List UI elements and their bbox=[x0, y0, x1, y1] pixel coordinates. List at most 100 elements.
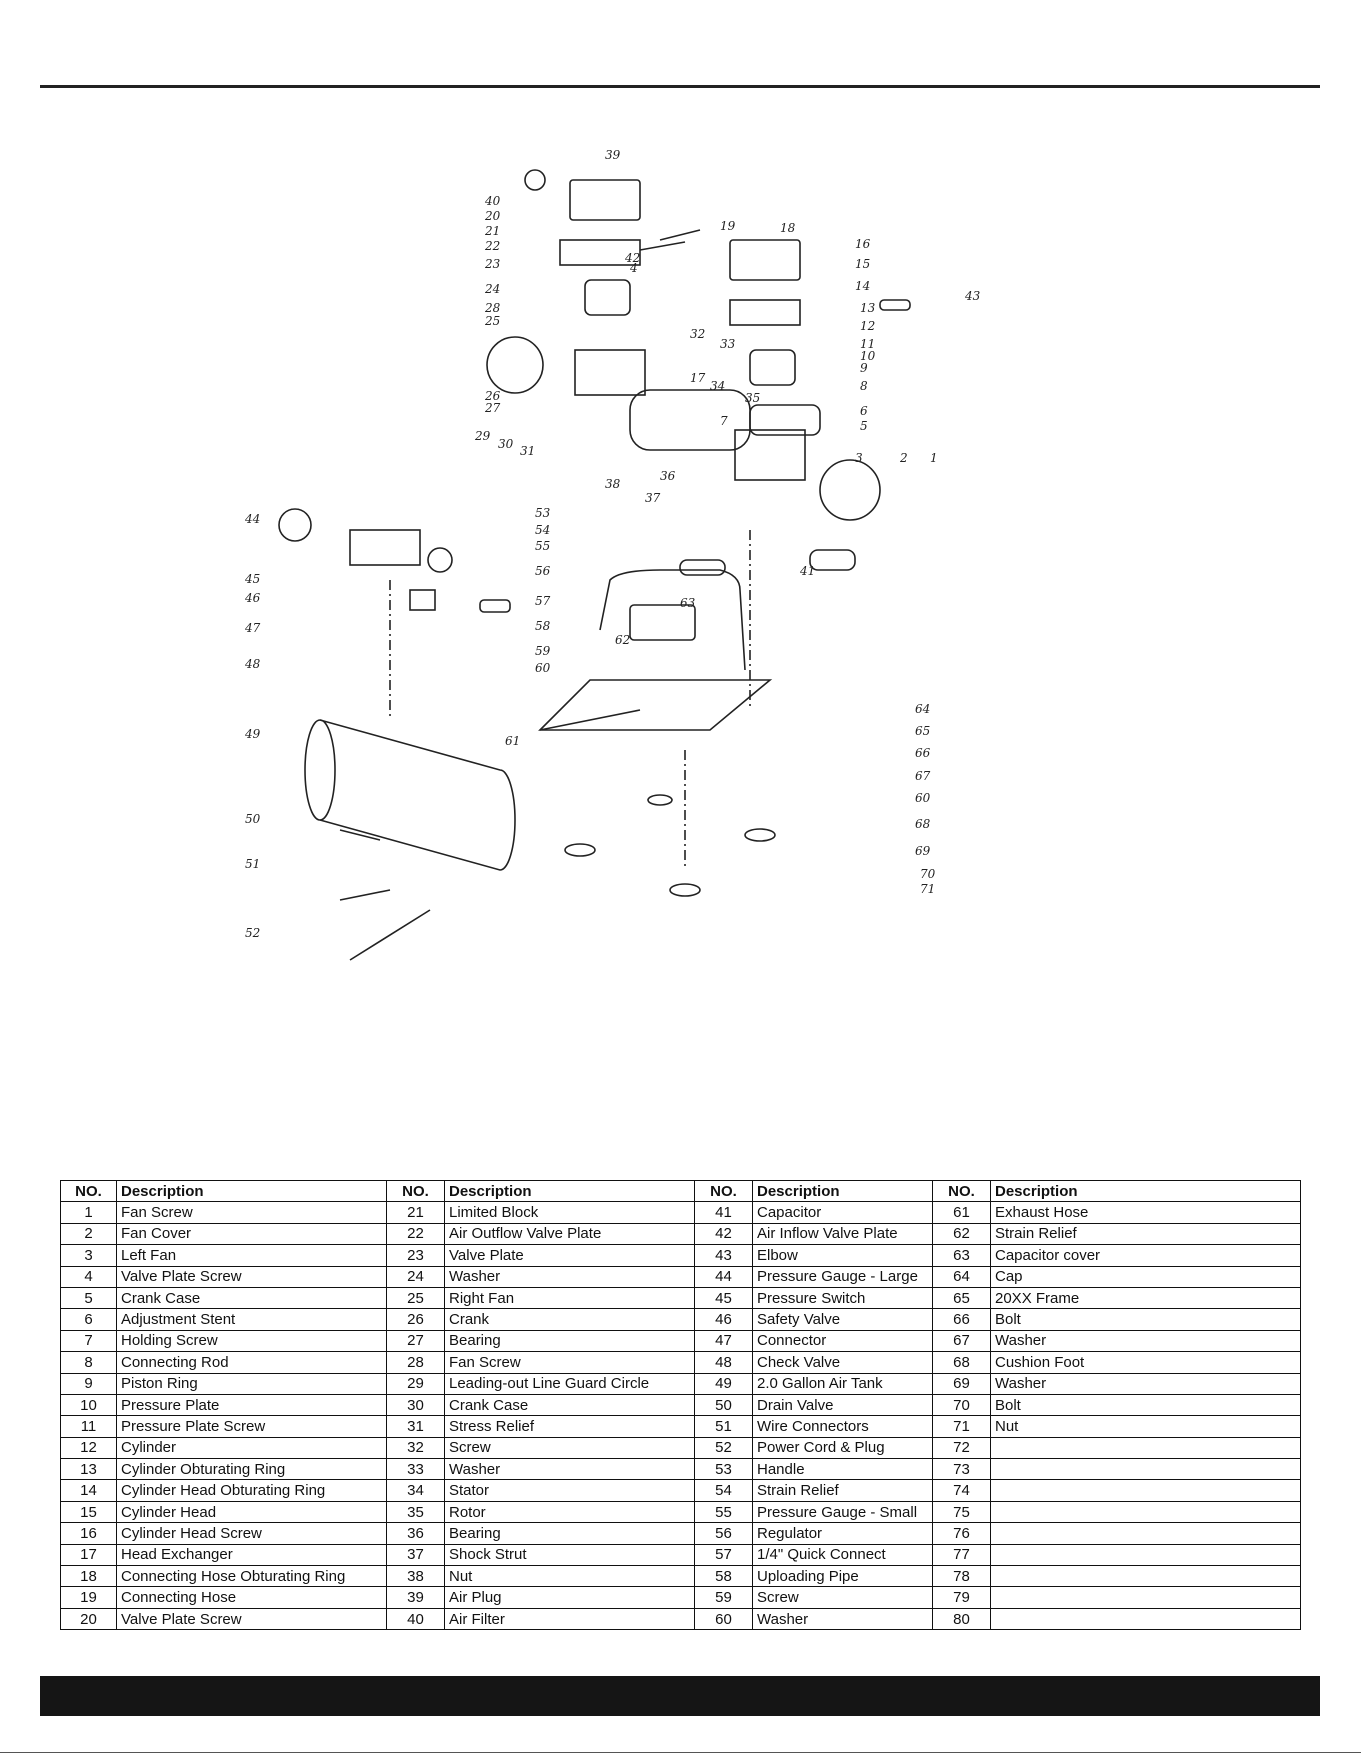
table-header-row: NO. Description NO. Description NO. Desc… bbox=[60, 1179, 1301, 1203]
part-number-cell: 57 bbox=[694, 1543, 753, 1567]
callout-label: 60 bbox=[915, 791, 931, 805]
part-description-cell: Connecting Hose Obturating Ring bbox=[116, 1565, 387, 1588]
part-description-cell: Connecting Rod bbox=[116, 1351, 387, 1374]
callout-label: 25 bbox=[484, 314, 500, 328]
callout-label: 4 bbox=[629, 261, 638, 275]
callout-label: 49 bbox=[244, 727, 261, 741]
callout-label: 26 bbox=[484, 389, 501, 403]
part-number-cell: 1 bbox=[60, 1201, 117, 1224]
part-number-cell: 70 bbox=[932, 1393, 991, 1417]
callout-label: 17 bbox=[690, 371, 706, 385]
col-header-description: Description bbox=[990, 1179, 1301, 1203]
part-description-cell bbox=[990, 1543, 1301, 1567]
quick-connect bbox=[479, 599, 511, 613]
part-number-cell: 52 bbox=[694, 1436, 753, 1460]
cushion-foot-3 bbox=[744, 828, 776, 842]
footer-bar bbox=[40, 1676, 1320, 1716]
part-description-cell: Bolt bbox=[990, 1308, 1301, 1331]
handle-grip bbox=[679, 559, 726, 576]
part-number-cell: 47 bbox=[694, 1329, 753, 1353]
part-number-cell: 58 bbox=[694, 1565, 753, 1588]
callout-label: 18 bbox=[780, 221, 796, 235]
callout-label: 55 bbox=[535, 539, 550, 553]
callout-label: 29 bbox=[474, 429, 491, 443]
part-description-cell bbox=[990, 1458, 1301, 1481]
part-number-cell: 54 bbox=[694, 1479, 753, 1502]
part-description-cell: Nut bbox=[444, 1565, 695, 1588]
part-number-cell: 6 bbox=[60, 1308, 117, 1331]
part-description-cell: Bolt bbox=[990, 1393, 1301, 1417]
part-number-cell: 42 bbox=[694, 1222, 753, 1246]
callout-label: 51 bbox=[245, 857, 260, 871]
part-number-cell: 24 bbox=[386, 1265, 445, 1288]
part-description-cell: Air Outflow Valve Plate bbox=[444, 1222, 695, 1246]
part-number-cell: 56 bbox=[694, 1522, 753, 1545]
part-description-cell bbox=[990, 1522, 1301, 1545]
left-crank-case bbox=[574, 349, 646, 396]
part-number-cell: 7 bbox=[60, 1329, 117, 1353]
part-description-cell: Screw bbox=[444, 1436, 695, 1460]
part-number-cell: 67 bbox=[932, 1329, 991, 1353]
callout-label: 2 bbox=[899, 451, 908, 465]
col-header-no: NO. bbox=[60, 1179, 117, 1203]
callout-label: 40 bbox=[484, 194, 501, 208]
col-header-description: Description bbox=[116, 1179, 387, 1203]
part-number-cell: 19 bbox=[60, 1586, 117, 1609]
part-description-cell: Connector bbox=[752, 1329, 933, 1353]
elbow bbox=[879, 299, 911, 311]
frame-base bbox=[538, 679, 773, 731]
part-description-cell: Piston Ring bbox=[116, 1372, 387, 1395]
connecting-hose bbox=[659, 229, 701, 241]
col-header-description: Description bbox=[444, 1179, 695, 1203]
pressure-gauge-small bbox=[427, 547, 453, 573]
part-number-cell: 71 bbox=[932, 1415, 991, 1438]
callout-label: 11 bbox=[860, 337, 875, 351]
part-description-cell: Stress Relief bbox=[444, 1415, 695, 1438]
part-number-cell: 49 bbox=[694, 1372, 753, 1395]
part-description-cell: Capacitor bbox=[752, 1201, 933, 1224]
part-description-cell: Pressure Plate bbox=[116, 1393, 387, 1417]
part-number-cell: 60 bbox=[694, 1607, 753, 1631]
part-description-cell: Capacitor cover bbox=[990, 1244, 1301, 1267]
part-description-cell: Right Fan bbox=[444, 1286, 695, 1310]
callout-label: 68 bbox=[915, 817, 931, 831]
cushion-foot-2 bbox=[669, 883, 701, 897]
part-number-cell: 79 bbox=[932, 1586, 991, 1609]
part-number-cell: 37 bbox=[386, 1543, 445, 1567]
part-number-cell: 23 bbox=[386, 1244, 445, 1267]
callout-label: 1 bbox=[930, 451, 938, 465]
part-number-cell: 74 bbox=[932, 1479, 991, 1502]
part-description-cell: Crank Case bbox=[116, 1286, 387, 1310]
callout-label: 34 bbox=[710, 379, 725, 393]
part-number-cell: 68 bbox=[932, 1351, 991, 1374]
part-number-cell: 50 bbox=[694, 1393, 753, 1417]
part-description-cell bbox=[990, 1607, 1301, 1631]
col-header-no: NO. bbox=[386, 1179, 445, 1203]
callout-label: 37 bbox=[645, 491, 661, 505]
part-number-cell: 62 bbox=[932, 1222, 991, 1246]
part-number-cell: 80 bbox=[932, 1607, 991, 1631]
left-fan-cover bbox=[819, 459, 881, 521]
col-header-no: NO. bbox=[694, 1179, 753, 1203]
part-description-cell: Washer bbox=[444, 1265, 695, 1288]
part-description-cell: Washer bbox=[752, 1607, 933, 1631]
callout-label: 22 bbox=[484, 239, 500, 253]
part-description-cell: Pressure Gauge - Large bbox=[752, 1265, 933, 1288]
part-description-cell: Exhaust Hose bbox=[990, 1201, 1301, 1224]
part-number-cell: 78 bbox=[932, 1565, 991, 1588]
part-number-cell: 21 bbox=[386, 1201, 445, 1224]
part-description-cell: Valve Plate Screw bbox=[116, 1607, 387, 1631]
part-description-cell: Air Filter bbox=[444, 1607, 695, 1631]
pressure-gauge-large bbox=[278, 508, 312, 542]
part-number-cell: 4 bbox=[60, 1265, 117, 1288]
left-cylinder bbox=[584, 279, 631, 316]
part-description-cell: Connecting Hose bbox=[116, 1586, 387, 1609]
callout-label: 69 bbox=[915, 844, 931, 858]
part-description-cell: Holding Screw bbox=[116, 1329, 387, 1353]
col-header-description: Description bbox=[752, 1179, 933, 1203]
part-number-cell: 61 bbox=[932, 1201, 991, 1224]
